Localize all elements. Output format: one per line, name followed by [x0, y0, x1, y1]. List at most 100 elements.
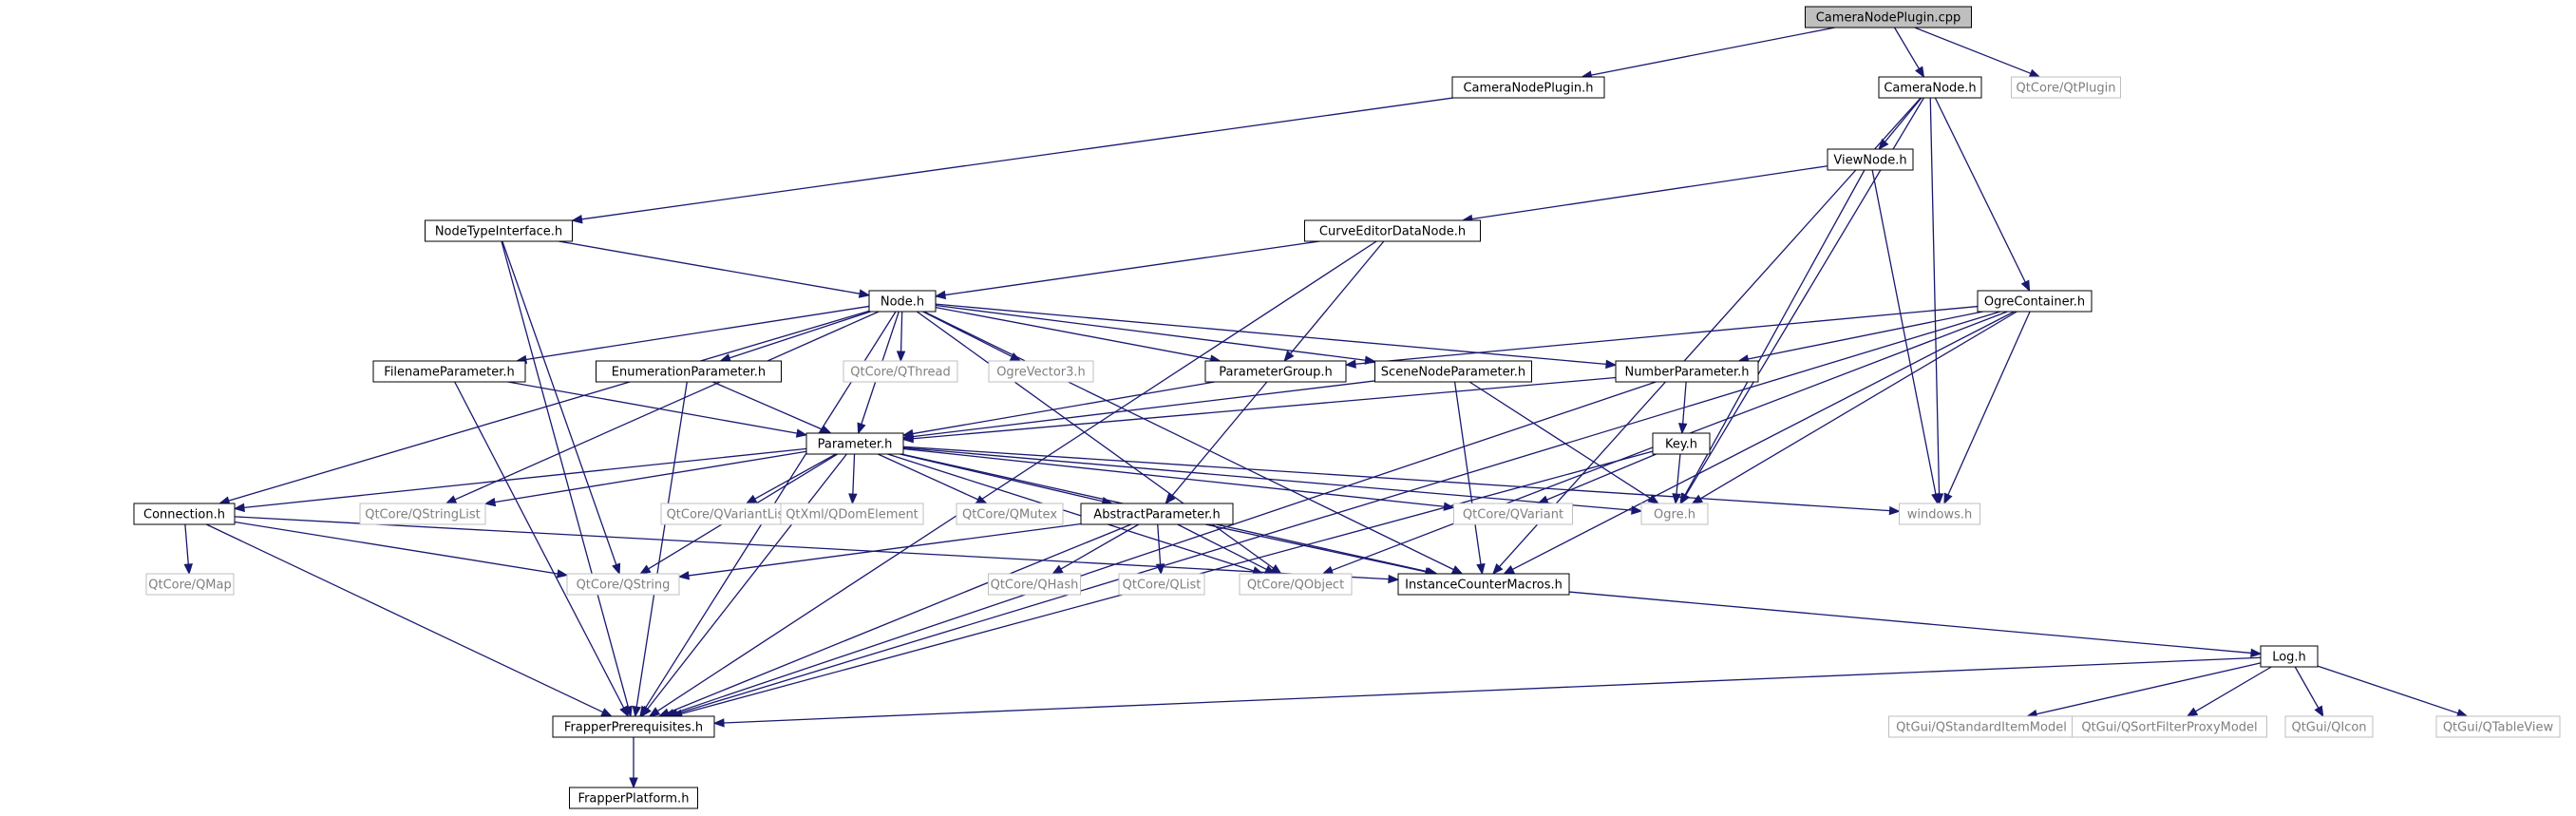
edge-node-to-qobject: [916, 311, 1282, 575]
edge-node-to-paramgroup: [935, 306, 1222, 364]
node-cedn[interactable]: CurveEditorDataNode.h: [1304, 219, 1481, 242]
node-absparam[interactable]: AbstractParameter.h: [1080, 503, 1234, 525]
edge-camnode-to-icm: [1491, 97, 1922, 576]
edge-paramgroup-to-absparam: [1165, 381, 1268, 505]
node-box: [145, 573, 235, 596]
node-param[interactable]: Parameter.h: [805, 432, 904, 455]
edge-arrowhead: [901, 433, 914, 444]
node-label: NumberParameter.h: [1624, 366, 1749, 380]
node-camnode[interactable]: CameraNode.h: [1878, 76, 1982, 99]
edge-ogrecont-to-numparam: [1737, 311, 1983, 364]
edge-arrowhead: [1915, 66, 1925, 79]
edge-line: [729, 311, 871, 359]
edge-arrowhead: [640, 705, 652, 718]
edge-arrowhead: [183, 563, 193, 576]
node-label: NodeTypeInterface.h: [435, 225, 562, 239]
edge-enumparam-to-frapreq: [632, 381, 688, 718]
node-qtplugin: QtCore/QtPlugin: [2011, 76, 2121, 99]
edge-arrowhead: [638, 564, 652, 575]
edge-line: [1171, 381, 1268, 497]
edge-connection-to-qstring: [234, 521, 569, 579]
node-box: [596, 360, 782, 383]
edge-camnode-to-ogrecont: [1934, 97, 2031, 293]
edge-line: [912, 376, 1617, 440]
edge-param-to-windows: [902, 446, 1901, 516]
edge-enumparam-to-param: [712, 381, 832, 434]
node-label: windows.h: [1907, 508, 1972, 522]
node-numparam[interactable]: NumberParameter.h: [1615, 360, 1759, 383]
node-label: QtCore/QStringList: [365, 508, 481, 522]
node-label: SceneNodeParameter.h: [1381, 366, 1525, 380]
edge-line: [1468, 381, 1651, 500]
node-box: [805, 432, 904, 455]
edge-param-to-absparam: [900, 453, 1114, 506]
edge-line: [234, 516, 1390, 580]
edge-line: [912, 381, 1215, 435]
node-viewnode[interactable]: ViewNode.h: [1827, 148, 1914, 171]
node-label: QtCore/QVariant: [1463, 508, 1563, 522]
edge-line: [900, 311, 903, 352]
edge-arrowhead: [2020, 279, 2031, 293]
edge-arrowhead: [632, 705, 641, 718]
edge-line: [923, 311, 1454, 571]
edge-log-to-qicon: [2294, 666, 2324, 718]
edge-arrowhead: [1672, 493, 1681, 505]
edge-line: [902, 446, 1890, 512]
edge-line: [852, 453, 856, 495]
node-frapreq[interactable]: FrapperPrerequisites.h: [552, 715, 715, 738]
edge-line: [454, 381, 625, 709]
node-icm[interactable]: InstanceCounterMacros.h: [1397, 573, 1570, 596]
node-paramgroup[interactable]: ParameterGroup.h: [1204, 360, 1347, 383]
edge-log-to-qsfpm: [2186, 666, 2272, 717]
node-log[interactable]: Log.h: [2260, 645, 2319, 668]
edge-line: [1060, 523, 1140, 570]
edge-line: [676, 311, 2000, 714]
edge-absparam-to-qlist: [1155, 523, 1165, 576]
node-key[interactable]: Key.h: [1652, 432, 1711, 455]
node-box: [1827, 148, 1914, 171]
edge-key-to-qvariant: [1537, 453, 1657, 504]
edge-arrowhead: [745, 494, 758, 504]
edge-node-to-qthread: [896, 311, 906, 363]
node-cnp_cpp[interactable]: CameraNodePlugin.cpp: [1805, 6, 1972, 28]
node-cnp_h[interactable]: CameraNodePlugin.h: [1451, 76, 1605, 99]
node-fileparam[interactable]: FilenameParameter.h: [372, 360, 526, 383]
edge-ogrecont-to-paramgroup: [1344, 305, 1979, 369]
edge-node-to-fileparam: [515, 305, 870, 365]
node-box: [566, 573, 680, 596]
edge-nti-to-qstring: [502, 240, 621, 576]
node-box: [1239, 573, 1353, 596]
edge-cedn-to-frapreq: [648, 240, 1377, 717]
edge-arrowhead: [1931, 492, 1941, 505]
node-nti[interactable]: NodeTypeInterface.h: [425, 219, 573, 242]
edge-line: [1591, 27, 1835, 76]
node-box: [1977, 290, 2093, 313]
edge-line: [723, 656, 2262, 724]
node-box: [868, 290, 937, 313]
edge-sceneparam-to-icm: [1453, 381, 1486, 576]
edge-fileparam-to-frapreq: [454, 381, 629, 718]
node-qsim: QtGui/QStandardItemModel: [1888, 715, 2074, 738]
node-ogrecont[interactable]: OgreContainer.h: [1977, 290, 2093, 313]
node-label: Ogre.h: [1654, 508, 1695, 522]
node-sceneparam[interactable]: SceneNodeParameter.h: [1374, 360, 1532, 383]
node-node[interactable]: Node.h: [868, 290, 937, 313]
edge-arrowhead: [1344, 359, 1356, 369]
edge-arrowhead: [1388, 574, 1400, 584]
edge-line: [2036, 662, 2262, 715]
edge-connection-to-icm: [234, 516, 1400, 584]
node-frapplat[interactable]: FrapperPlatform.h: [569, 787, 698, 809]
edge-fileparam-to-param: [507, 381, 808, 438]
node-box: [2284, 715, 2374, 738]
node-enumparam[interactable]: EnumerationParameter.h: [596, 360, 782, 383]
node-label: QtCore/QHash: [991, 579, 1079, 593]
edge-line: [581, 97, 1454, 220]
edge-cnp_h-to-nti: [571, 97, 1454, 224]
edge-arrowhead: [619, 705, 629, 718]
edge-line: [935, 304, 1366, 361]
edge-arrowhead: [1321, 565, 1335, 575]
node-connection[interactable]: Connection.h: [133, 503, 236, 525]
edge-line: [916, 311, 1274, 569]
